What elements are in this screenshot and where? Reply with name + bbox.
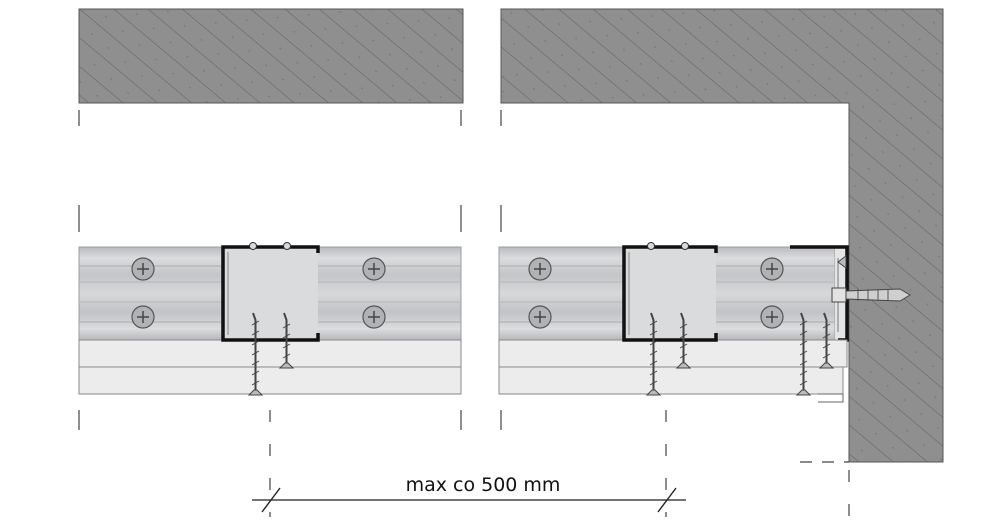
screw-icon <box>760 257 784 281</box>
screw-icon <box>675 312 692 369</box>
screw-icon <box>362 257 386 281</box>
concrete-slab-left <box>78 8 464 104</box>
screw-icon <box>760 305 784 329</box>
dimension-label: max co 500 mm <box>406 474 561 496</box>
dowel-anchor-icon <box>831 287 911 303</box>
screw-icon <box>131 305 155 329</box>
dimension-tick <box>261 487 281 513</box>
plasterboard-layer-2 <box>78 366 462 395</box>
screw-icon <box>131 257 155 281</box>
left-detail <box>78 8 464 517</box>
screw-icon <box>645 312 662 396</box>
stud-web-left <box>223 247 318 340</box>
c-stud-right <box>622 245 718 342</box>
plasterboard-layer-1 <box>498 339 848 368</box>
screw-icon <box>362 305 386 329</box>
stud-web-right <box>624 247 716 340</box>
screw-icon <box>528 257 552 281</box>
right-detail <box>498 8 944 517</box>
screw-icon <box>528 305 552 329</box>
plasterboard-layer-1 <box>78 339 462 368</box>
plasterboard-layer-2 <box>498 366 844 395</box>
screw-icon <box>818 312 835 369</box>
screw-icon <box>837 255 847 269</box>
screw-icon <box>247 312 264 396</box>
spacing-dimension: max co 500 mm <box>252 474 686 513</box>
screw-icon <box>278 312 295 369</box>
screw-icon <box>795 312 812 396</box>
c-stud-left <box>221 245 320 342</box>
dimension-tick <box>657 487 677 513</box>
